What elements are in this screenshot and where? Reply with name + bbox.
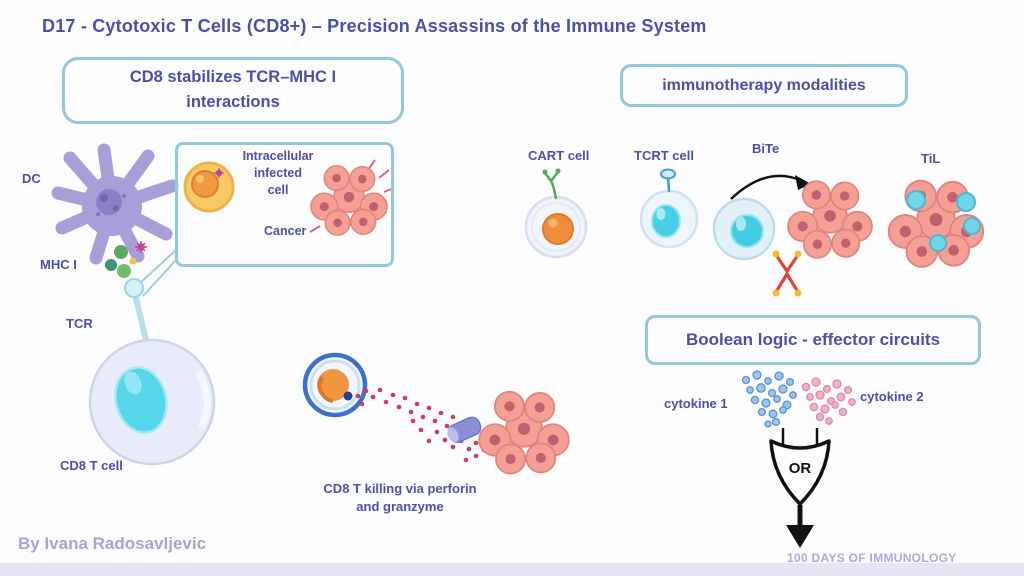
killing-caption-line1: CD8 T killing via perforin (323, 481, 477, 496)
killing-target-cancer-illustration (478, 390, 570, 475)
callout-lines (139, 249, 177, 297)
killing-caption-line2: and granzyme (356, 499, 444, 514)
infected-cell-label-line3: cell (267, 183, 289, 197)
infected-cell-label-line2: infected (254, 166, 302, 180)
tcrt-cell-label: TCRT cell (634, 148, 694, 163)
dendritic-cell-illustration (51, 143, 179, 265)
left-heading-line2: interactions (186, 93, 280, 111)
infected-cell-illustration (183, 161, 235, 213)
infected-cell-label-line1: Intracellular (242, 149, 314, 163)
page-title: D17 - Cytotoxic T Cells (CD8+) – Precisi… (42, 16, 707, 36)
left-heading-box: CD8 stabilizes TCR–MHC I interactions (62, 57, 404, 124)
killer-t-cell-illustration (302, 352, 368, 418)
cart-cell-label: CART cell (528, 148, 590, 163)
bite-arrow (730, 174, 801, 200)
cart-cell-illustration (524, 168, 588, 259)
mhc-label: MHC I (40, 257, 77, 272)
bite-illustration (712, 174, 873, 297)
cd8-t-cell-illustration (88, 338, 216, 466)
tcr-illustration (124, 278, 150, 345)
cd8-t-cell-label: CD8 T cell (60, 458, 123, 473)
cytokine1-dots (741, 370, 797, 428)
cytokine1-label: cytokine 1 (664, 396, 728, 411)
cytokine2-label: cytokine 2 (860, 389, 924, 404)
infected-cell-label: Intracellular infected cell (228, 148, 328, 199)
til-label: TiL (921, 151, 941, 166)
perforin-pore-illustration (447, 416, 482, 443)
author-credit: By Ivana Radosavljevic (18, 534, 207, 553)
cytokine2-dots (801, 377, 856, 425)
bite-antibody (774, 253, 800, 294)
boolean-logic-heading-box: Boolean logic - effector circuits (645, 315, 981, 365)
series-title: 100 DAYS OF IMMUNOLOGY (787, 551, 957, 565)
killing-caption: CD8 T killing via perforin and granzyme (302, 480, 498, 516)
dc-label: DC (22, 171, 41, 186)
or-gate: OR (769, 428, 831, 548)
left-heading-line1: CD8 stabilizes TCR–MHC I (129, 68, 337, 86)
bite-label: BiTe (752, 141, 780, 156)
or-gate-label: OR (789, 460, 812, 477)
bottom-lavender-strip (0, 563, 1024, 576)
tcrt-cell-illustration (639, 168, 699, 249)
cancer-label: Cancer (264, 224, 307, 238)
tcr-label: TCR (66, 316, 93, 331)
target-cells-box (175, 142, 394, 267)
immunotherapy-heading-box: immunotherapy modalities (620, 64, 908, 107)
til-illustration (887, 179, 985, 268)
mhc-molecules-illustration (105, 241, 147, 278)
